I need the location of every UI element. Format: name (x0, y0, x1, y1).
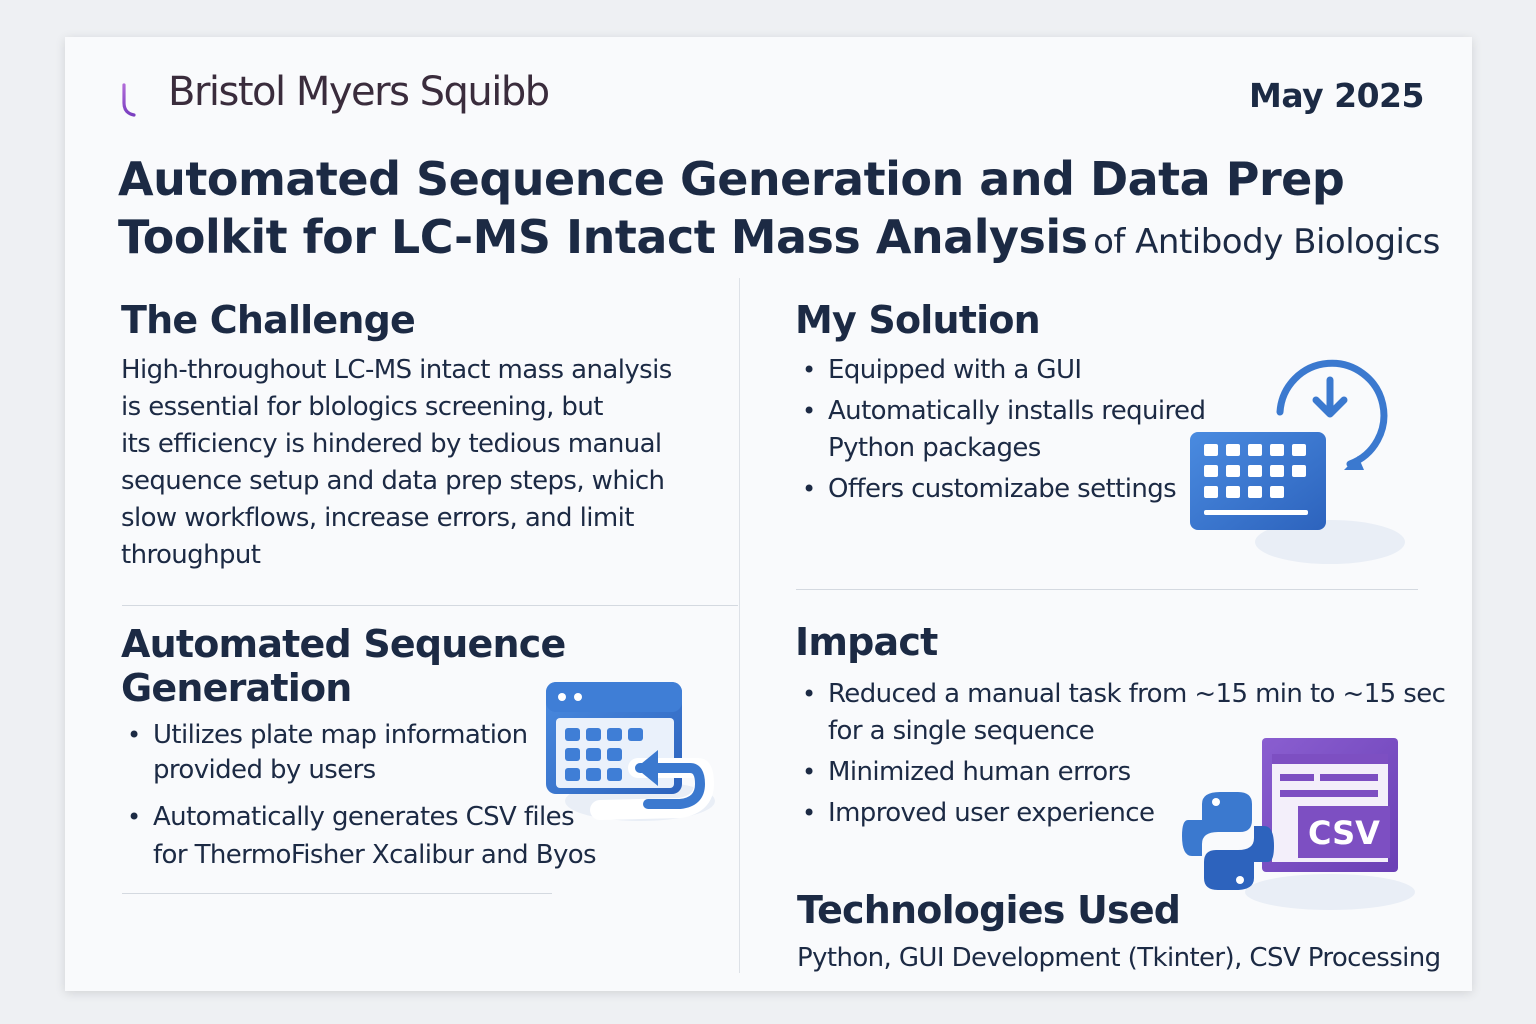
challenge-line: throughput (121, 540, 261, 570)
list-item-line: Improved user experience (828, 798, 1155, 828)
csv-label: CSV (1308, 814, 1380, 852)
sequence-list: Utilizes plate map information provided … (121, 718, 597, 874)
challenge-text: High-throughout LC-MS intact mass analys… (121, 352, 672, 574)
list-item-line: Automatically generates CSV files (153, 802, 575, 832)
python-csv-icon: CSV (1182, 738, 1415, 910)
list-item-line: Offers customizabe settings (828, 474, 1177, 504)
list-item-line: provided by users (153, 755, 376, 785)
poster-title: Automated Sequence Generation and Data P… (118, 150, 1458, 277)
title-line-2-suffix: of Antibody Biologics (1093, 222, 1440, 262)
list-item: Minimized human errors (796, 754, 1445, 791)
technologies-text: Python, GUI Development (Tkinter), CSV P… (797, 943, 1441, 973)
list-item-line: for ThermoFisher Xcalibur and Byos (153, 840, 597, 870)
section-divider (796, 589, 1418, 590)
impact-heading: Impact (795, 620, 938, 664)
challenge-line: High-throughout LC-MS intact mass analys… (121, 355, 672, 385)
section-divider (122, 893, 552, 894)
list-item-line: Reduced a manual task from ~15 min to ~1… (828, 679, 1446, 709)
list-item-line: Equipped with a GUI (828, 355, 1082, 385)
title-line-1: Automated Sequence Generation and Data P… (118, 152, 1345, 206)
list-item: Improved user experience (796, 795, 1445, 832)
section-divider (122, 605, 738, 606)
list-item: Utilizes plate map information provided … (121, 718, 596, 788)
sequence-heading-line: Automated Sequence (121, 622, 566, 666)
poster-date: May 2025 (1249, 76, 1424, 115)
list-item: Automatically installs required Python p… (796, 393, 1206, 467)
impact-list: Reduced a manual task from ~15 min to ~1… (796, 676, 1446, 832)
challenge-line: sequence setup and data prep steps, whic… (121, 466, 665, 496)
list-item: Reduced a manual task from ~15 min to ~1… (796, 676, 1446, 750)
solution-list: Equipped with a GUI Automatically instal… (796, 352, 1206, 508)
calendar-arrow-icon (546, 682, 715, 821)
title-line-2: Toolkit for LC-MS Intact Mass Analysis (118, 210, 1088, 264)
list-item: Offers customizabe settings (796, 471, 1205, 508)
brand-name: Bristol Myers Squibb (168, 69, 550, 115)
sequence-heading: Automated Sequence Generation (121, 622, 566, 710)
list-item-line: for a single sequence (828, 716, 1095, 746)
list-item-line: Automatically installs required (828, 396, 1206, 426)
challenge-line: slow workflows, increase errors, and lim… (121, 503, 634, 533)
column-divider (739, 278, 740, 973)
challenge-heading: The Challenge (121, 298, 416, 342)
technologies-heading: Technologies Used (797, 888, 1181, 932)
list-item-line: Python packages (828, 433, 1041, 463)
list-item: Automatically generates CSV files for Th… (121, 798, 597, 874)
list-item: Equipped with a GUI (796, 352, 1205, 389)
bms-logo-icon (122, 67, 161, 117)
solution-heading: My Solution (795, 298, 1041, 342)
list-item-line: Utilizes plate map information (153, 720, 528, 750)
sequence-heading-line: Generation (121, 666, 352, 710)
challenge-line: is essential for blologics screening, bu… (121, 392, 603, 422)
brand-logo: Bristol Myers Squibb (116, 62, 550, 122)
list-item-line: Minimized human errors (828, 757, 1131, 787)
keyboard-clock-icon (1190, 359, 1405, 564)
challenge-line: its efficiency is hindered by tedious ma… (121, 429, 662, 459)
